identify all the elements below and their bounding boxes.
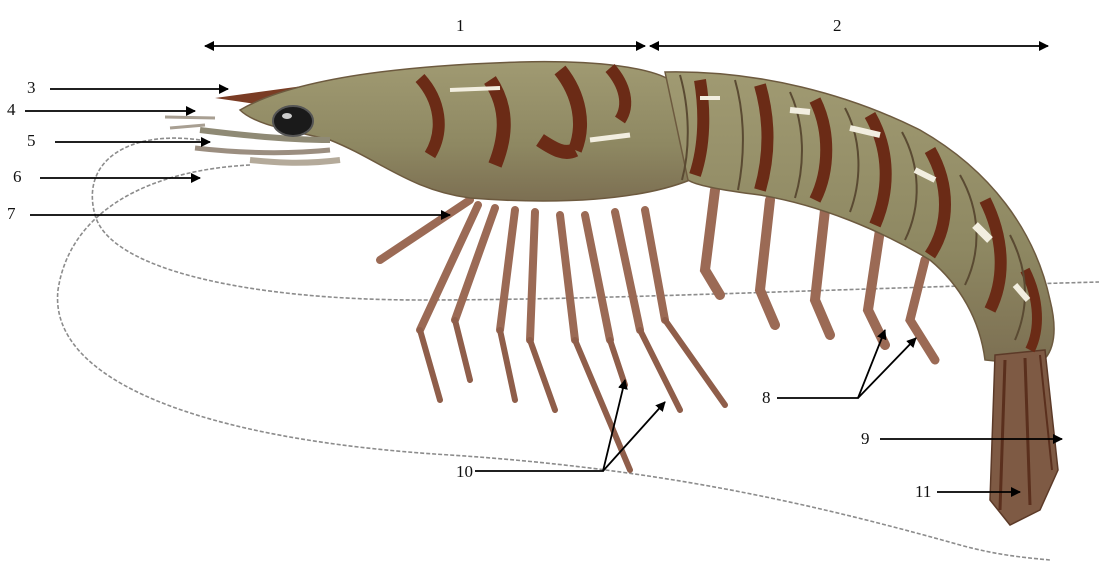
label-2: 2 bbox=[833, 17, 842, 34]
label-4: 4 bbox=[7, 101, 16, 118]
label-3: 3 bbox=[27, 79, 36, 96]
label-7: 7 bbox=[7, 205, 16, 222]
label-5: 5 bbox=[27, 132, 36, 149]
eye-icon bbox=[273, 106, 313, 136]
label-1: 1 bbox=[456, 17, 465, 34]
label-8: 8 bbox=[762, 389, 771, 406]
label-10: 10 bbox=[456, 463, 473, 480]
label-11: 11 bbox=[915, 483, 931, 500]
walking-legs bbox=[380, 200, 725, 470]
shrimp-body bbox=[215, 62, 1058, 525]
label-9: 9 bbox=[861, 430, 870, 447]
label-6: 6 bbox=[13, 168, 22, 185]
